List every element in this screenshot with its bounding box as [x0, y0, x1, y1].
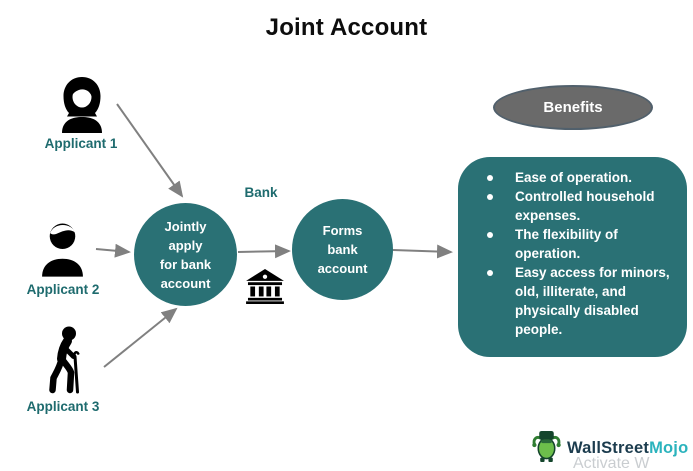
- bullet-icon: [487, 231, 493, 238]
- arrow-applicant3-to-apply: [103, 307, 178, 368]
- wallstreetmojo-mascot-icon: [531, 429, 562, 467]
- jointly-apply-line: for bank: [159, 256, 212, 272]
- bank-label: Bank: [244, 185, 278, 200]
- wallstreetmojo-wordmark: WallStreetMojo: [567, 438, 689, 457]
- applicant-3-label: Applicant 3: [26, 399, 100, 414]
- wallstreetmojo-logo: WallStreetMojo: [531, 429, 688, 467]
- forms-account-step: Forms bank account: [292, 199, 393, 300]
- page-title: Joint Account: [265, 14, 428, 41]
- benefits-badge: Benefits: [493, 85, 653, 130]
- forms-account-line: account: [317, 261, 368, 276]
- forms-account-line: Forms: [322, 223, 363, 238]
- jointly-apply-line: account: [160, 275, 211, 291]
- benefits-panel: Ease of operation. Controlled household …: [458, 157, 687, 357]
- forms-account-line: bank: [327, 242, 358, 257]
- bullet-icon: [487, 193, 493, 200]
- benefit-item: Controlled household expenses.: [487, 187, 687, 225]
- bullet-icon: [487, 174, 493, 181]
- benefit-item: The flexibility of operation.: [487, 225, 687, 263]
- elderly-person-with-cane-icon: [46, 326, 88, 398]
- arrow-apply-to-forms: [237, 244, 291, 259]
- bank-building-icon: [246, 269, 284, 309]
- benefits-list: Ease of operation. Controlled household …: [487, 168, 687, 339]
- jointly-apply-step: Jointly apply for bank account: [134, 203, 237, 306]
- arrow-forms-to-benefits: [392, 244, 453, 259]
- jointly-apply-line: apply: [168, 237, 203, 253]
- woman-icon: [58, 76, 106, 133]
- bullet-icon: [487, 269, 493, 276]
- activation-watermark: Activate W: [573, 455, 650, 471]
- arrow-applicant2-to-apply: [95, 243, 131, 258]
- applicant-1-label: Applicant 1: [44, 136, 118, 151]
- man-icon: [38, 219, 87, 277]
- benefit-item: Ease of operation.: [487, 168, 687, 187]
- applicant-2-label: Applicant 2: [26, 282, 100, 297]
- benefit-item: Easy access for minors, old, illiterate,…: [487, 263, 687, 339]
- benefits-badge-label: Benefits: [543, 99, 603, 116]
- jointly-apply-line: Jointly: [164, 218, 207, 234]
